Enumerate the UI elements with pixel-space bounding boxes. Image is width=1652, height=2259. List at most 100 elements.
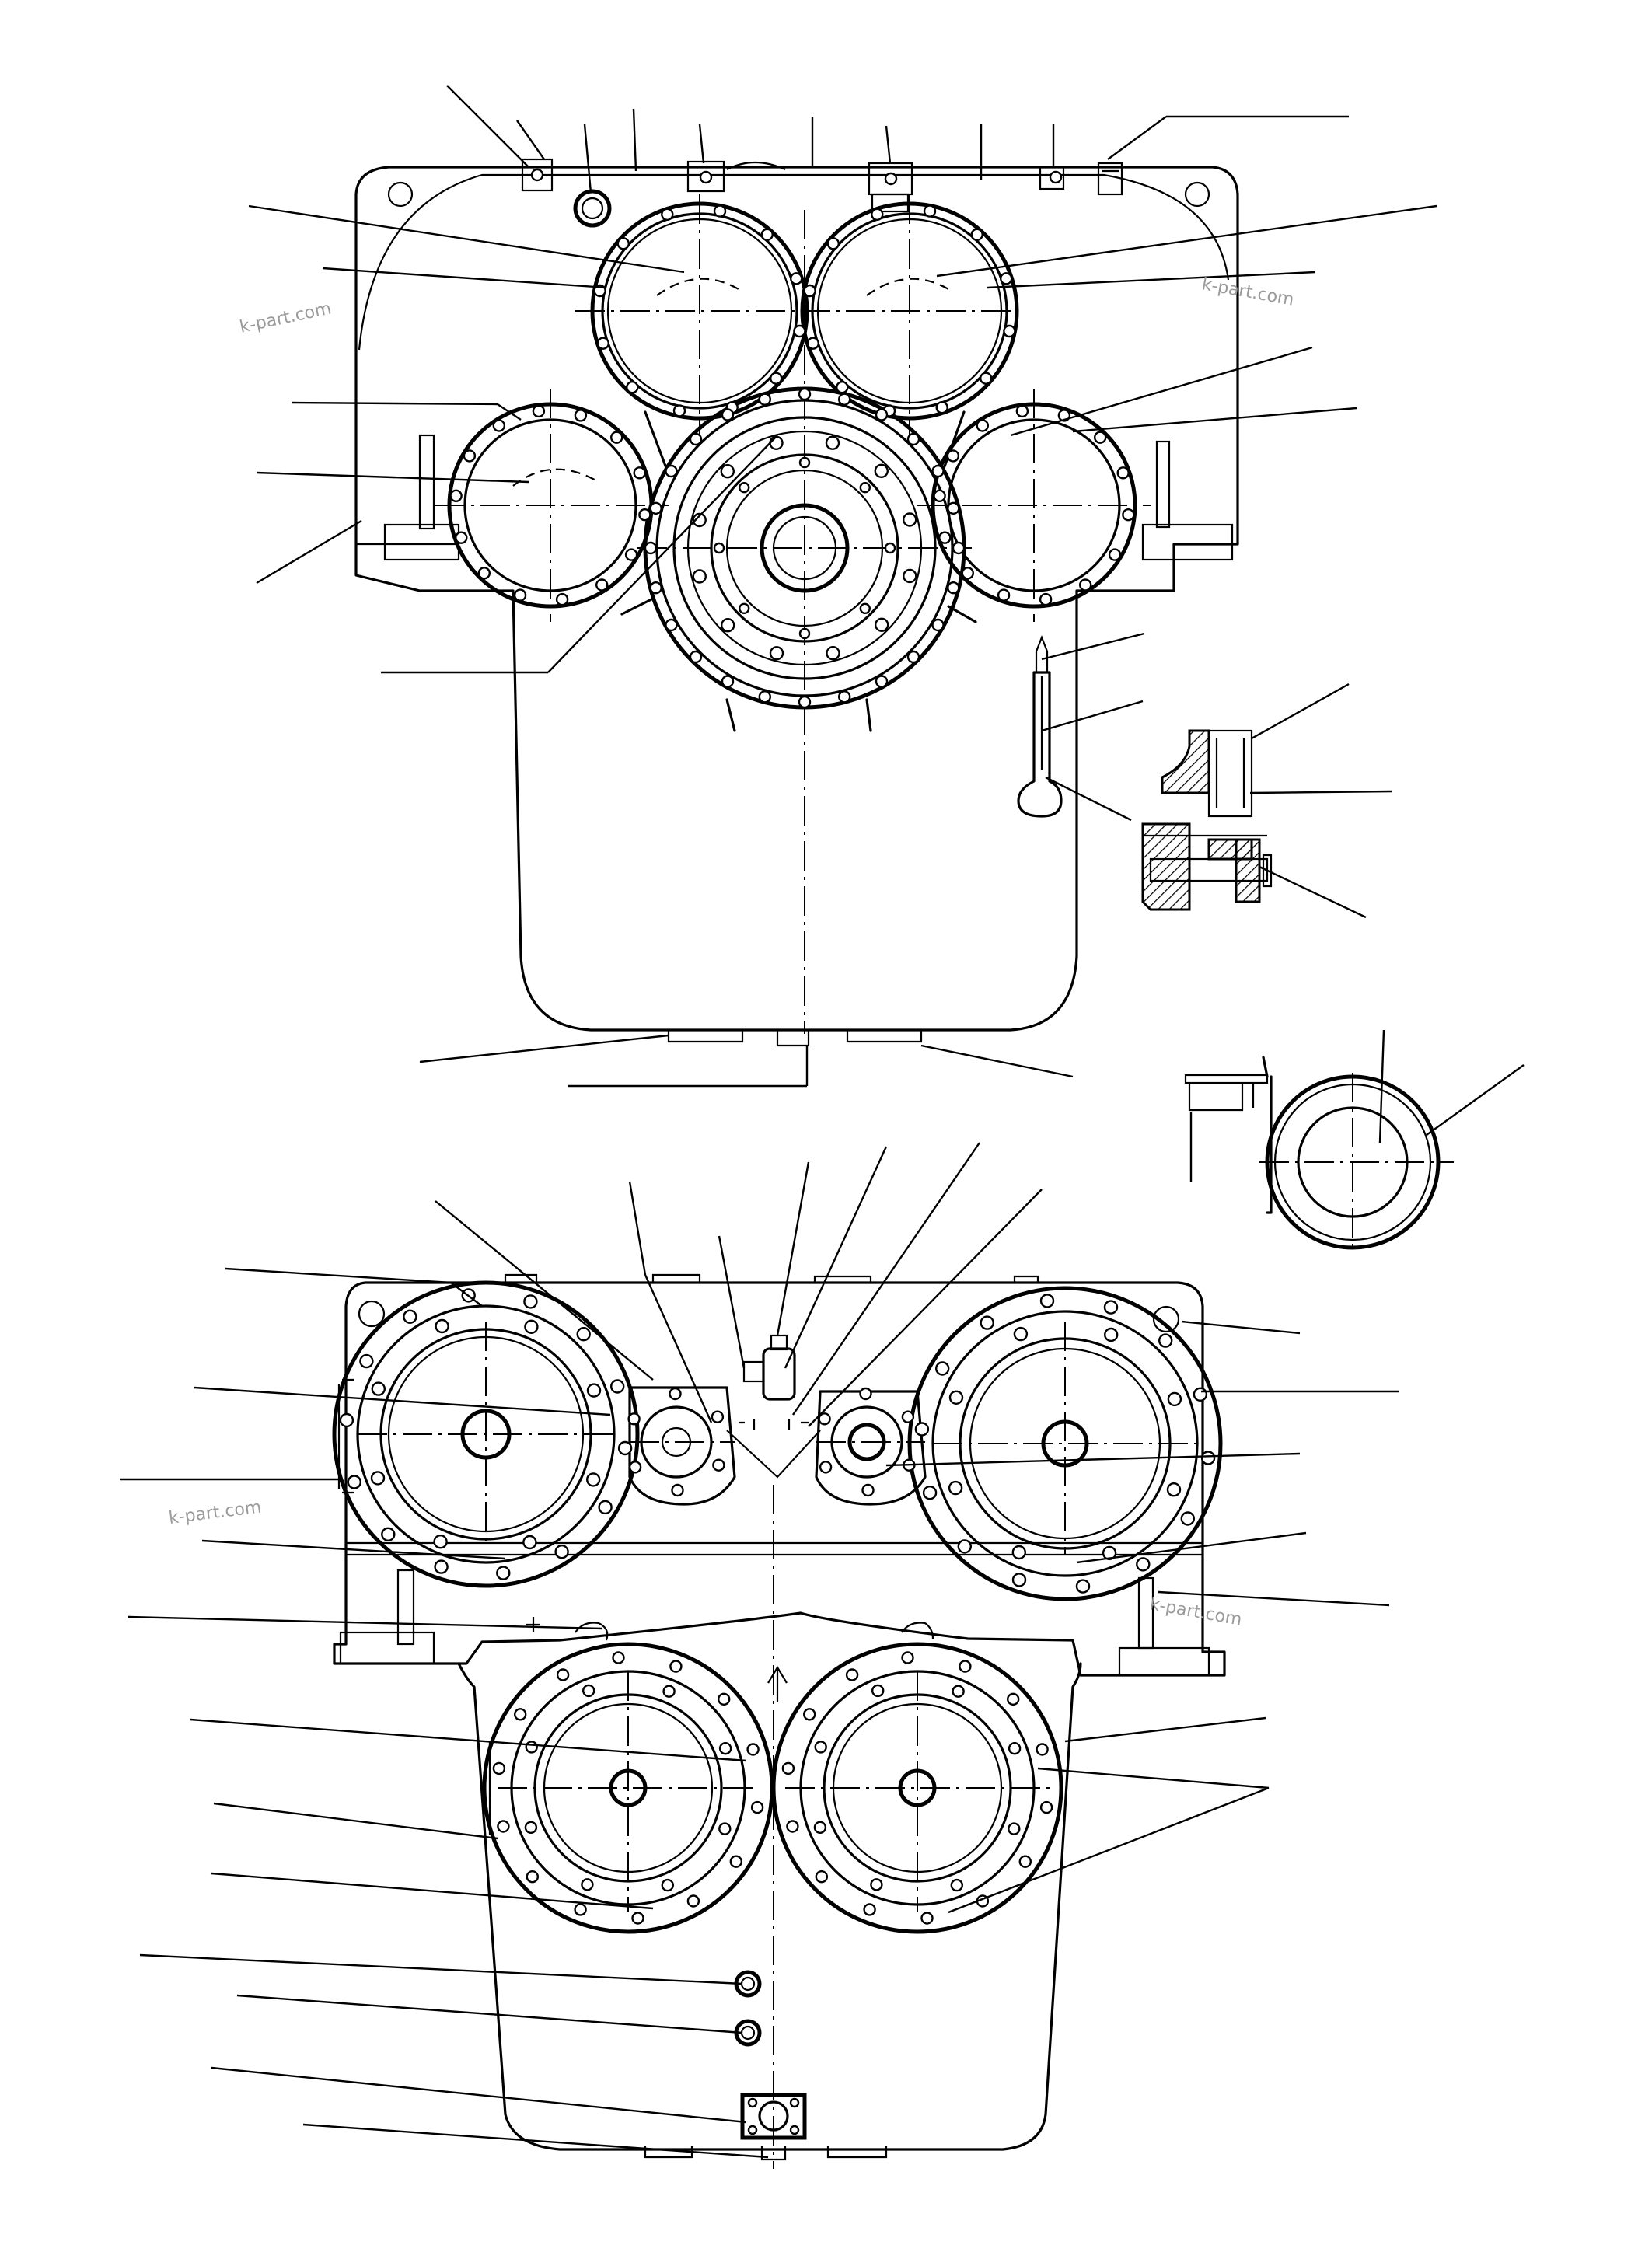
bottom-small-right-flange (815, 1390, 927, 1506)
bottom-upper-right-cover (907, 1286, 1223, 1601)
cover-bolt (746, 1743, 760, 1756)
cover-bolt (586, 1472, 601, 1487)
cover-bolt (901, 1651, 914, 1664)
cover-bolt (1039, 592, 1053, 606)
cover-bolt (713, 204, 727, 218)
cover-bolt (477, 567, 491, 580)
cover-bolt (1180, 1511, 1196, 1526)
cover-bolt (556, 1668, 570, 1681)
cover-bolt (496, 1566, 511, 1580)
cover-bolt (739, 602, 750, 614)
cover-bolt (906, 432, 920, 446)
cover-bolt (492, 1761, 506, 1775)
cover-bolt (739, 482, 750, 494)
bottom-drain-plugs (734, 1970, 807, 2140)
cover-bolt (1158, 1333, 1173, 1348)
cover-bolt (871, 208, 884, 221)
cover-bolt (845, 1668, 859, 1681)
cover-bolt (718, 1822, 732, 1835)
watermark-top-right: k-part.com (1200, 274, 1295, 309)
cover-bolt (859, 1387, 872, 1401)
cover-bolt (1078, 578, 1092, 592)
cover-bolt (837, 690, 851, 704)
cover-bolt (769, 435, 784, 450)
cover-bolt (1193, 1387, 1208, 1402)
cover-bolt (1008, 1822, 1021, 1835)
cover-bolt (669, 1660, 683, 1673)
top-housing-outline (354, 166, 1239, 1032)
cover-bolt (931, 464, 945, 478)
cover-bolt (1166, 1482, 1182, 1497)
cover-bolt (492, 419, 505, 432)
cover-bolt (381, 1527, 396, 1542)
cover-bolt (1200, 1451, 1216, 1465)
cover-bolt (524, 1319, 539, 1335)
cover-bolt (959, 1660, 972, 1673)
cover-bolt (884, 542, 896, 554)
cover-bolt (524, 1821, 538, 1835)
cover-bolt (612, 1651, 625, 1664)
upper-left-gear-cover (575, 194, 816, 435)
cover-bolt (692, 512, 707, 528)
cover-bolt (934, 1361, 950, 1376)
cover-bolt (671, 1483, 684, 1497)
cover-bolt (802, 1708, 816, 1721)
cover-bolt (1102, 1545, 1117, 1561)
cover-bolt (906, 650, 920, 664)
cover-bolt (1039, 1800, 1053, 1814)
dipstick-section-detail (1141, 729, 1273, 911)
middle-left-gear-cover (435, 389, 669, 622)
cover-bolt (1011, 1545, 1027, 1560)
cover-bolt (633, 466, 646, 480)
cover-bolt (798, 695, 812, 709)
bottom-lower-left-cover (482, 1642, 774, 1934)
cover-bolt (931, 618, 945, 632)
bottom-view-leader-lines (120, 1142, 1399, 2159)
cover-bolt (449, 489, 463, 502)
cover-bolt (961, 567, 975, 580)
cover-bolt (861, 1483, 875, 1497)
cover-bolt (610, 431, 623, 444)
cover-bolt (1116, 466, 1130, 480)
cover-bolt (576, 1326, 591, 1342)
cover-bolt (875, 408, 889, 421)
cover-bolt (997, 588, 1011, 602)
bottom-upper-housing-outline (333, 1281, 1226, 1677)
cover-bolt (1006, 1692, 1020, 1706)
cover-bolt (661, 1878, 674, 1892)
cover-bolt (825, 435, 840, 450)
cover-bolt (922, 1485, 938, 1500)
cover-bolt (595, 578, 609, 592)
cover-bolt (781, 1761, 795, 1775)
cover-bolt (669, 1387, 682, 1401)
right-foot (1141, 523, 1234, 561)
top-view (248, 85, 1525, 1252)
top-breathers (521, 158, 1123, 228)
cover-bolt (875, 675, 889, 688)
cover-bolt (863, 1903, 876, 1916)
left-lift-lug (418, 434, 435, 530)
cover-bolt (789, 272, 803, 285)
cover-bolt (523, 1294, 538, 1309)
cover-bolt (555, 592, 569, 606)
cover-bolt (770, 372, 783, 385)
cover-bolt (1103, 1300, 1119, 1315)
flange-detail (1184, 1056, 1454, 1252)
cover-bolt (371, 1381, 386, 1396)
cover-bolt (870, 1878, 883, 1891)
cover-bolt (786, 1820, 799, 1833)
cover-bolt (455, 531, 468, 544)
cover-bolt (403, 1309, 417, 1325)
cover-bolt (1108, 548, 1122, 561)
cover-bolt (712, 1458, 725, 1472)
cover-bolt (649, 581, 662, 595)
cover-bolt (923, 204, 937, 218)
bottom-view-cover-bolts (339, 1288, 1216, 1925)
cover-bolt (721, 675, 735, 688)
cover-bolt (950, 1878, 964, 1892)
cover-bolt (586, 1383, 602, 1398)
cover-bolt (769, 646, 784, 661)
cover-bolt (370, 1471, 386, 1486)
cover-bolt (718, 1741, 732, 1755)
